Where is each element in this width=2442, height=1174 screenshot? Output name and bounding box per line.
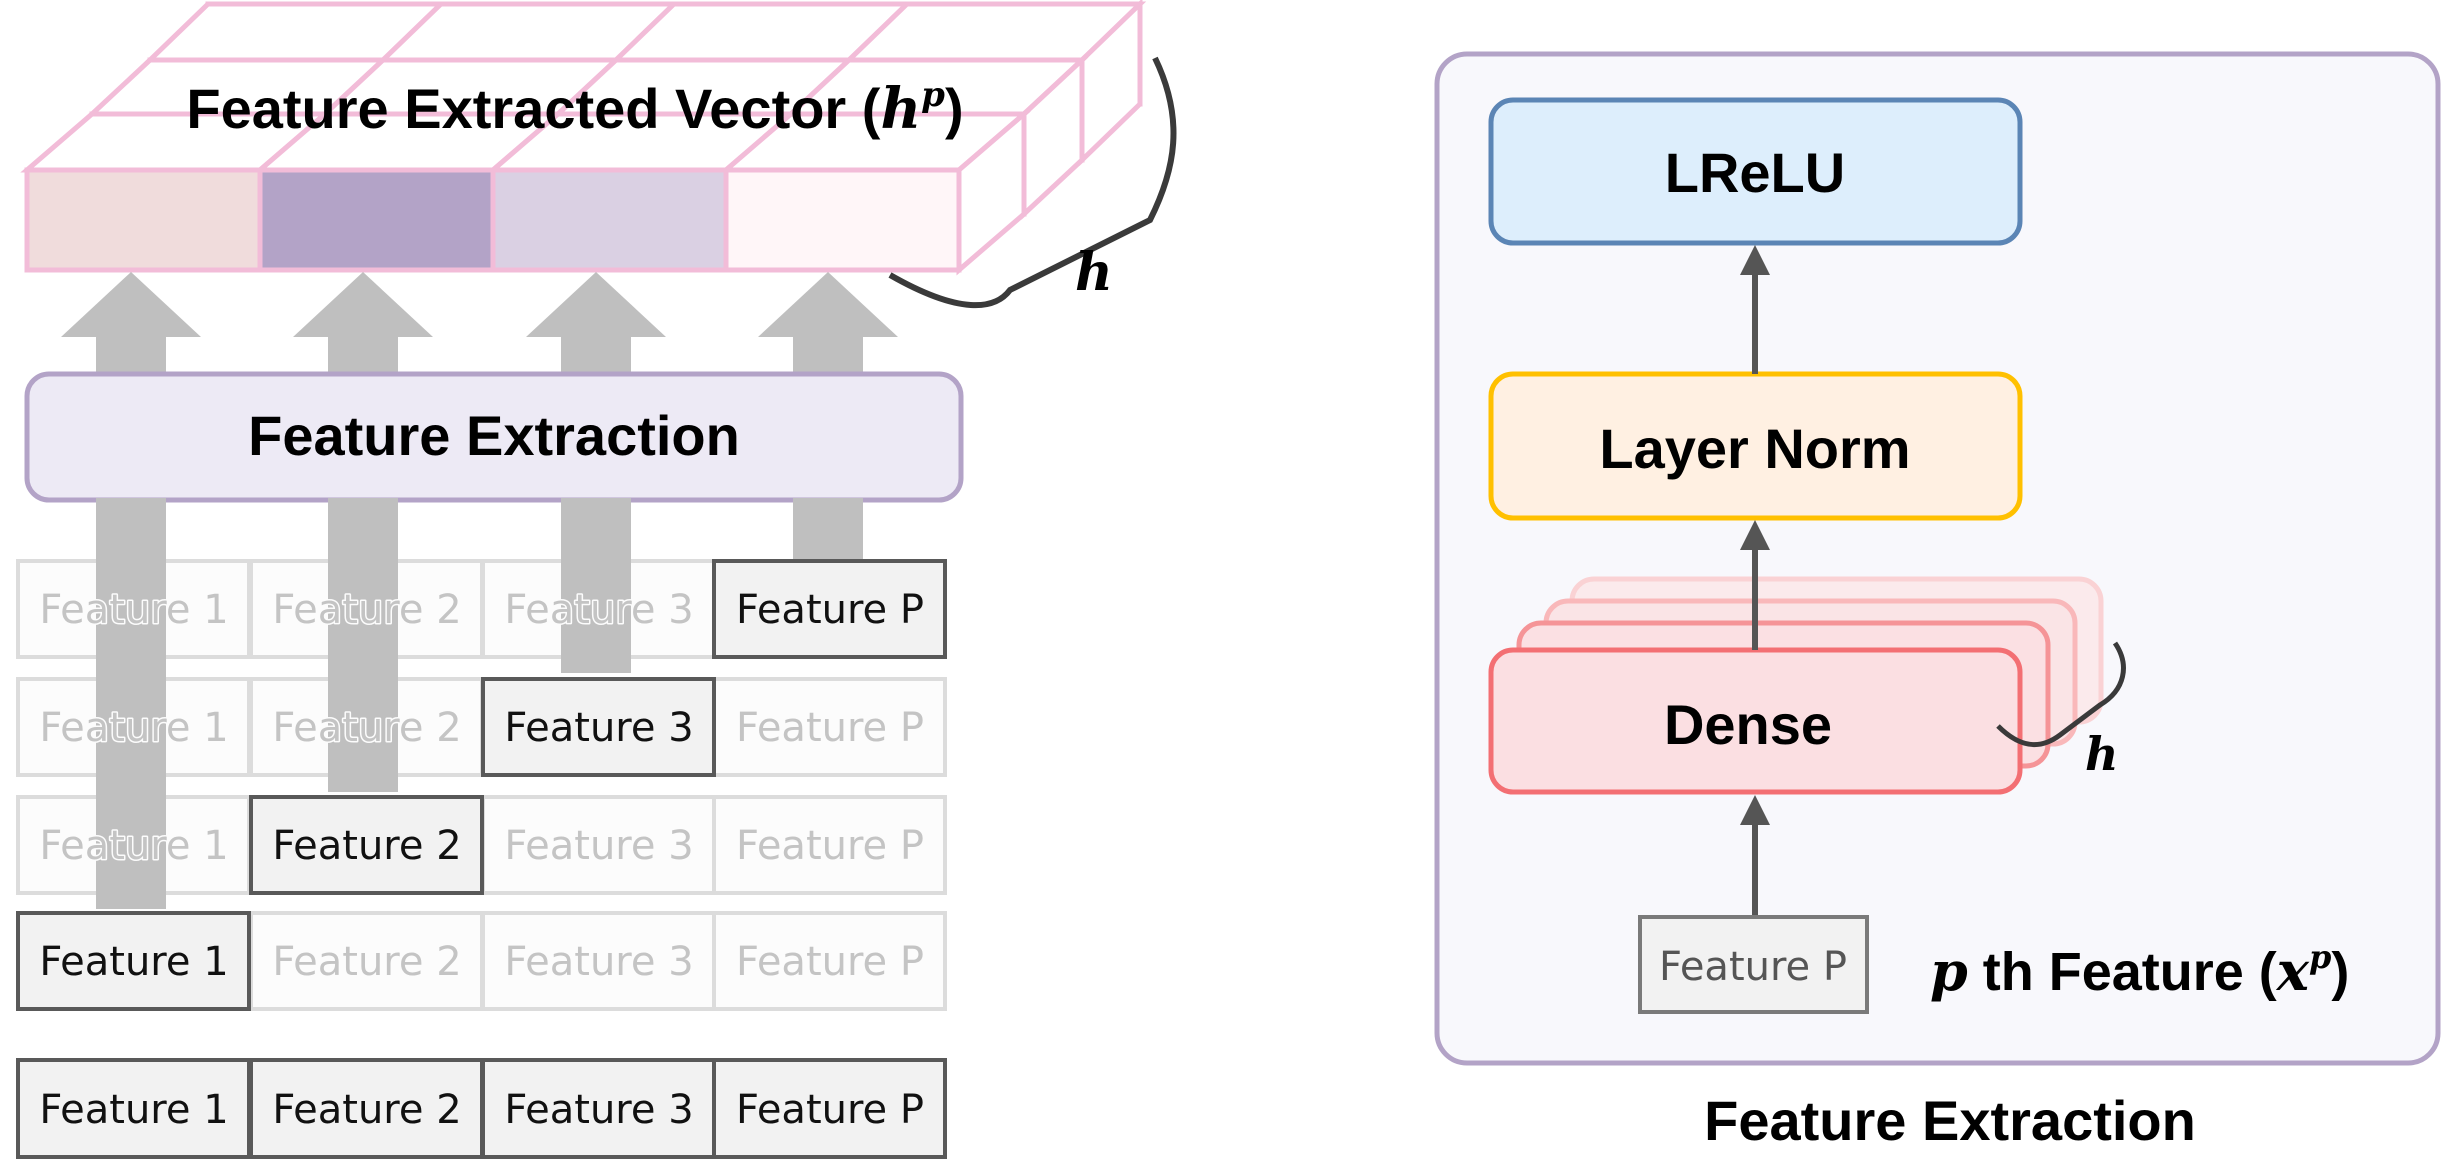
feature-cell-label: Feature P [736,939,924,985]
input-feature-label: Feature P [1659,944,1847,990]
dense-depth-label: h [2085,727,2118,781]
vector-side [956,108,1027,276]
feature-cell-label: Feature 1 [39,823,228,869]
feature-cell-active [16,911,251,1011]
lrelu-label: LReLU [1665,141,1845,204]
feature-cell-label: Feature 1 [39,587,228,633]
vector-cell [24,167,263,273]
feature-cell-label: Feature 1 [39,705,228,751]
arrow-head [1740,520,1770,550]
arrow-shaft [561,498,631,673]
feature-cell-label: Feature 3 [504,939,693,985]
feature-cell-label: Feature P [736,823,924,869]
dense-depth-brace [1996,641,2126,748]
input-feature-cell [712,1058,947,1159]
vector-title: Feature Extracted Vector (hp) [186,75,963,142]
arrow-shaft [793,498,863,560]
feature-cell-active [712,559,947,659]
feature-extraction-box [24,371,964,503]
feature-cell-label: Feature 2 [272,939,461,985]
input-feature-cell [1638,915,1869,1014]
feature-cell-faded [712,911,947,1011]
depth-brace [888,56,1177,309]
feature-cell-faded [712,677,947,777]
input-feature-cell [249,1058,484,1159]
lrelu-box [1488,97,2023,246]
feature-cell-label: Feature P [736,705,924,751]
arrow-head [526,272,666,337]
arrow-shaft [96,336,166,376]
feature-cell-label: Feature P [736,587,924,633]
arrow-head [1740,795,1770,825]
feature-cell-active [249,795,484,895]
feature-cell-faded [481,795,716,895]
arrow-shaft [561,336,631,376]
flow-arrows [1740,245,1770,917]
feature-extraction-label: Feature Extraction [248,404,740,467]
arrow-shaft [328,336,398,376]
arrow-head [758,272,898,337]
feature-extracted-vector [20,0,1147,276]
vector-cell [723,167,962,273]
arrow-shaft [96,498,166,909]
input-feature-label: Feature P [736,1087,924,1133]
vector-cell [490,167,729,273]
feature-cell-label: Feature 2 [272,823,461,869]
feature-cell-label: Feature 3 [504,823,693,869]
input-feature-label: Feature 3 [504,1087,693,1133]
feature-cell-label: Feature 2 [272,587,461,633]
vector-cell [257,167,496,273]
feature-cell-active [481,677,716,777]
arrow-shaft [793,336,863,376]
input-feature-label: Feature 2 [272,1087,461,1133]
feature-cell-faded [712,795,947,895]
dense-label: Dense [1664,693,1832,756]
input-feature-cell [481,1058,716,1159]
input-caption: p th Feature (xp) [1930,938,2349,1003]
feature-cell-label: Feature 2 [272,705,461,751]
feature-cell-label: Feature 1 [39,939,228,985]
arrow-head [293,272,433,337]
feature-grid: Feature 1 Feature 2 Feature 3 Feature 1 Feat… [16,498,947,1159]
feature-cell-faded [249,911,484,1011]
layer-norm-label: Layer Norm [1599,417,1910,480]
feature-extraction-panel [1434,51,2441,1066]
input-feature-label: Feature 1 [39,1087,228,1133]
panel-title: Feature Extraction [1704,1089,2196,1152]
depth-label: h [1075,242,1113,303]
arrow-head [1740,245,1770,275]
arrow-shaft [328,498,398,792]
arrow-head [61,272,201,337]
feature-arrows [61,272,898,376]
feature-cell-label: Feature 3 [504,705,693,751]
feature-cell-label: Feature 3 [504,587,693,633]
